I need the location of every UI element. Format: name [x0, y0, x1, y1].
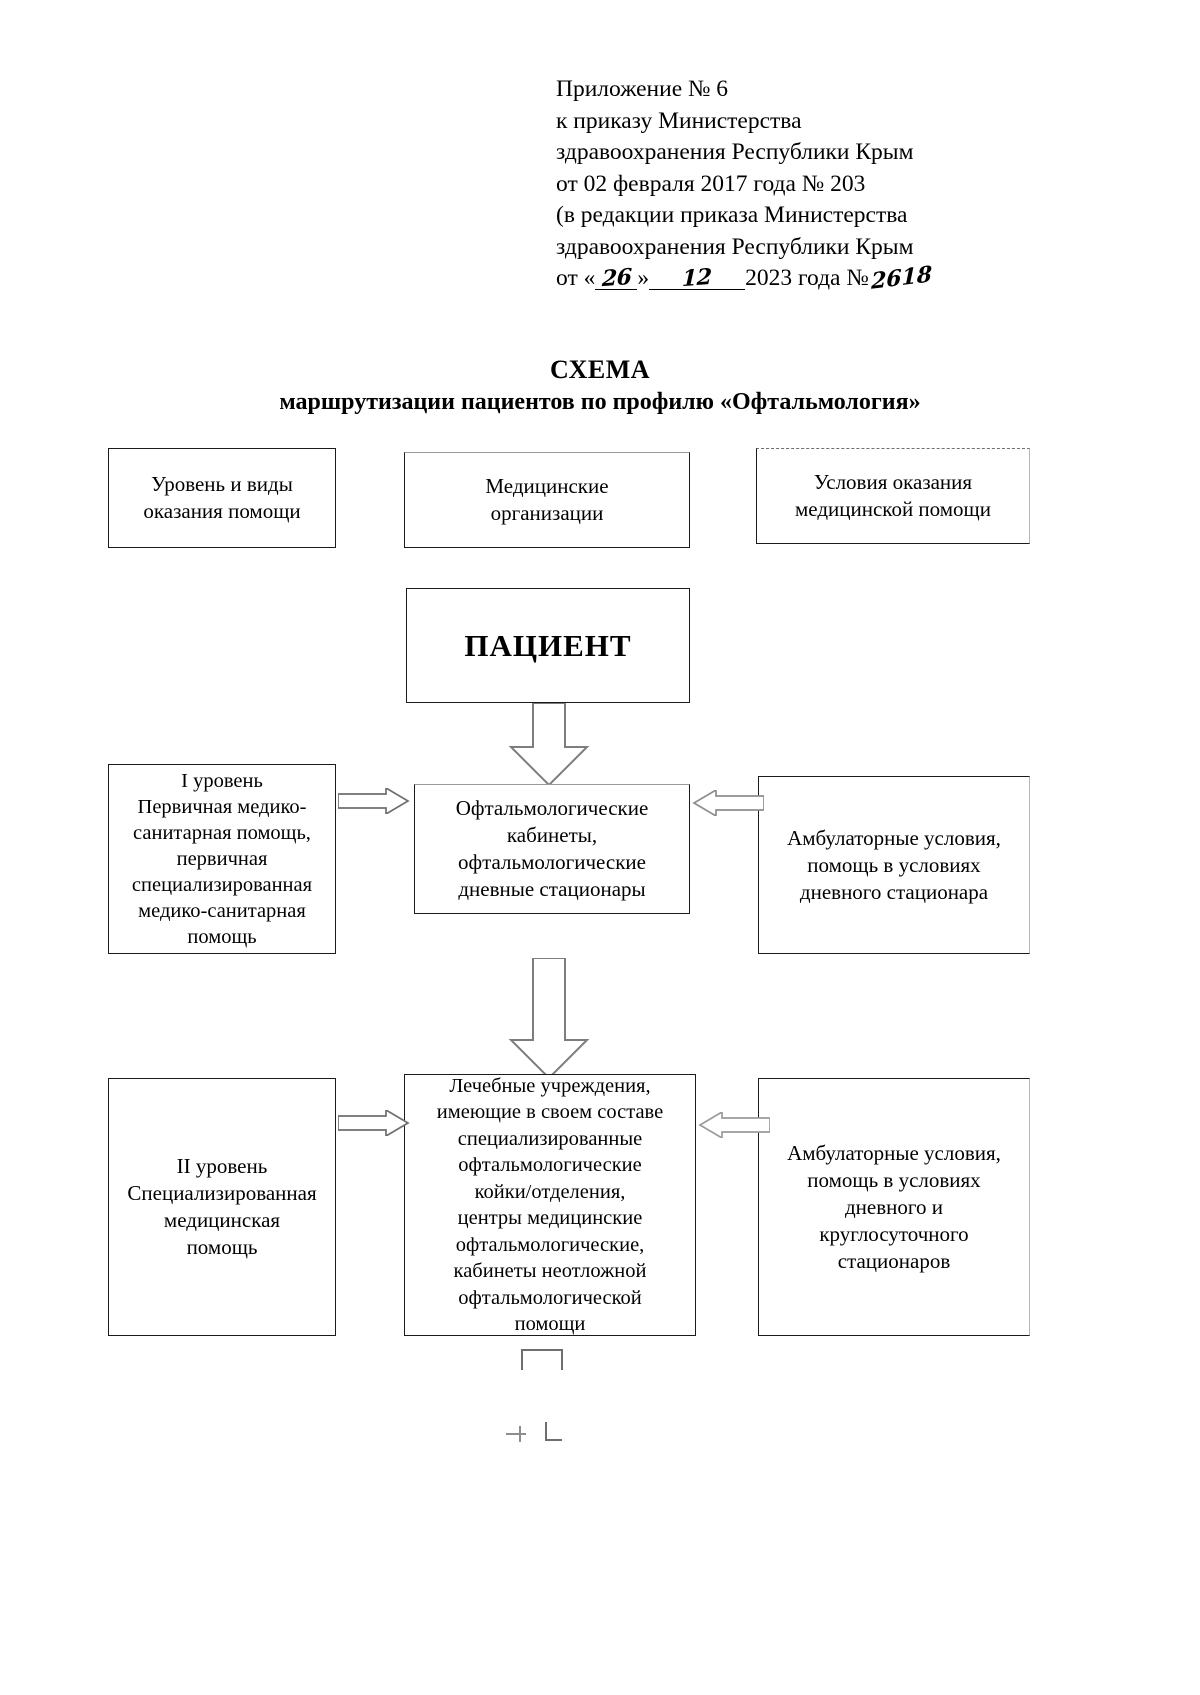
- handwritten-order-number: 2618: [870, 261, 933, 295]
- level-2-center-box: Лечебные учреждения,имеющие в своем сост…: [404, 1074, 696, 1336]
- arrow-patient-to-level1: [508, 703, 590, 787]
- handwritten-day: 26: [601, 263, 632, 293]
- patient-box: ПАЦИЕНТ: [406, 588, 690, 703]
- date-after-day: »: [637, 265, 650, 291]
- arrow-stub-page-bottom: [506, 1422, 562, 1442]
- date-prefix: от «: [556, 265, 596, 291]
- appendix-line-6: здравоохранения Республики Крым: [556, 233, 914, 260]
- appendix-line-5: (в редакции приказа Министерства: [556, 202, 908, 228]
- arrow-level1-to-level2: [508, 958, 590, 1080]
- appendix-header: Приложение № 6 к приказу Министерства зд…: [556, 74, 1076, 295]
- patient-box-label: ПАЦИЕНТ: [464, 628, 632, 663]
- appendix-line-3: здравоохранения Республики Крым: [556, 139, 914, 165]
- page-subtitle: маршрутизации пациентов по профилю «Офта…: [279, 389, 921, 415]
- appendix-line-4: от 02 февраля 2017 года № 203: [556, 170, 866, 197]
- arrow-level2-right-to-center: [698, 1112, 770, 1138]
- level-2-center-label: Лечебные учреждения,имеющие в своем сост…: [436, 1074, 664, 1336]
- date-month-blank: 12: [649, 263, 746, 293]
- arrow-stub-below-level2: [521, 1349, 563, 1370]
- appendix-line-1: Приложение № 6: [556, 76, 729, 102]
- page-title: СХЕМА: [549, 355, 651, 384]
- appendix-line-2: к приказу Министерства: [556, 107, 802, 134]
- date-year-text: 2023 года №: [745, 265, 869, 291]
- handwritten-month: 12: [681, 263, 713, 293]
- date-day-blank: 26: [595, 263, 638, 293]
- arrow-level2-left-to-center: [338, 1110, 410, 1136]
- arrow-level1-right-to-center: [692, 790, 764, 816]
- arrow-level1-left-to-center: [338, 788, 410, 814]
